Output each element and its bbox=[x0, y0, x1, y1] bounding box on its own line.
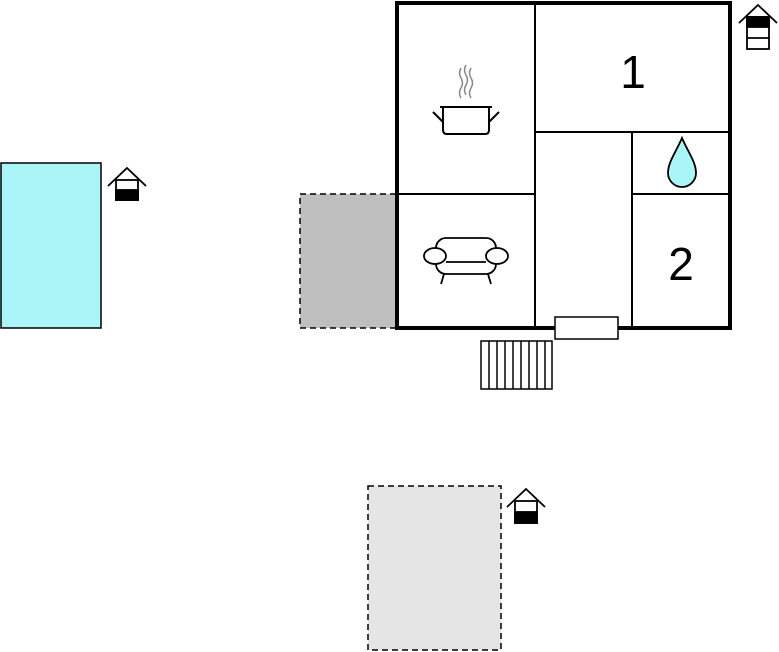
house-floor-level-icon bbox=[738, 3, 778, 50]
entrance-door bbox=[554, 316, 619, 340]
cooking-pot-icon bbox=[432, 64, 500, 135]
room-label-2: 2 bbox=[668, 238, 694, 290]
room-label-1: 1 bbox=[620, 46, 646, 98]
water-drop-icon bbox=[667, 135, 697, 188]
swimming-pool bbox=[0, 162, 102, 329]
interior-walls bbox=[397, 3, 730, 328]
sofa-icon bbox=[423, 237, 509, 285]
entrance-steps bbox=[480, 340, 553, 390]
house-floor-level-icon bbox=[506, 487, 546, 524]
covered-terrace bbox=[299, 193, 397, 329]
open-terrace bbox=[367, 485, 502, 651]
house-floor-level-icon bbox=[107, 166, 147, 201]
